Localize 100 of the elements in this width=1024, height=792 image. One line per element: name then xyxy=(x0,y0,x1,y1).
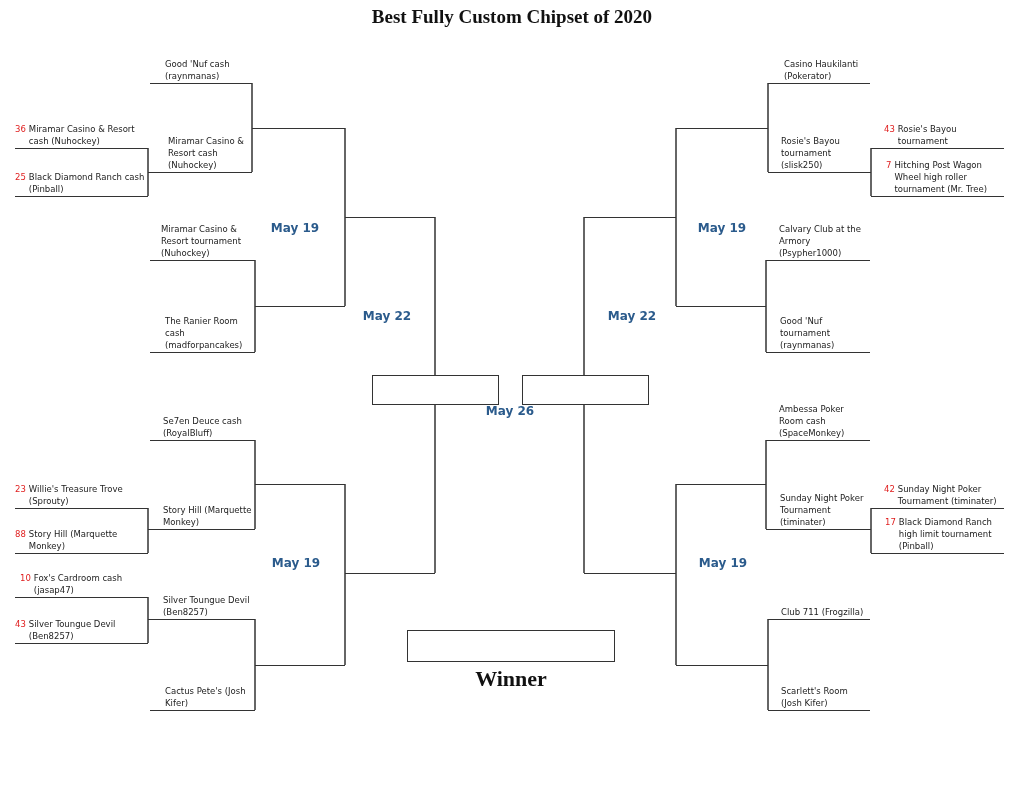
entry-name: Story Hill (Marquette Monkey) xyxy=(163,504,253,528)
bracket-line xyxy=(767,618,769,666)
entry-name: Black Diamond Ranch high limit tournament (Pinball) xyxy=(898,516,993,552)
bracket-line xyxy=(147,618,149,644)
bracket-line xyxy=(147,171,149,197)
entry-name: Sunday Night Poker Tournament (timinater) xyxy=(897,483,998,507)
bracket-line xyxy=(765,439,767,485)
seed-number: 42 xyxy=(884,483,895,495)
bracket-slot xyxy=(15,483,148,509)
bracket-line xyxy=(583,216,585,376)
bracket-slot-line xyxy=(676,305,766,307)
entry-name: Miramar Casino & Resort cash (Nuhockey) xyxy=(168,135,245,171)
bracket-slot-line xyxy=(252,127,345,129)
bracket-slot xyxy=(768,606,870,620)
bracket-slot-line xyxy=(345,216,435,218)
bracket-slot xyxy=(15,528,148,554)
seed-number: 23 xyxy=(15,483,26,495)
seed-number: 17 xyxy=(885,516,896,528)
seed-number: 10 xyxy=(20,572,31,584)
bracket-slot xyxy=(15,171,148,197)
bracket-slot xyxy=(148,504,255,530)
bracket-slot xyxy=(766,492,871,530)
bracket-slot xyxy=(150,415,255,441)
bracket-slot xyxy=(148,135,252,173)
bracket-slot xyxy=(768,58,870,84)
bracket-line xyxy=(583,404,585,574)
bracket-slot xyxy=(15,123,148,149)
seed-number: 43 xyxy=(15,618,26,630)
round-date: May 19 xyxy=(698,556,748,570)
round-date: May 19 xyxy=(270,221,320,235)
bracket-line xyxy=(254,305,256,353)
winner-label: Winner xyxy=(475,666,547,692)
bracket-line xyxy=(765,305,767,353)
bracket-line xyxy=(251,127,253,173)
bracket-slot xyxy=(150,685,255,711)
bracket-line xyxy=(765,483,767,530)
bracket-slot-line xyxy=(584,572,676,574)
bracket-line xyxy=(870,528,872,554)
bracket-slot xyxy=(871,159,1004,197)
bracket-line xyxy=(254,483,256,530)
bracket-slot xyxy=(871,123,1004,149)
entry-name: Calvary Club at the Armory (Psypher1000) xyxy=(779,223,862,259)
bracket-slot xyxy=(148,594,255,620)
bracket-slot xyxy=(871,516,1004,554)
entry-name: Good 'Nuf tournament (raynmanas) xyxy=(780,315,836,351)
bracket-slot-line xyxy=(255,483,345,485)
bracket-slot xyxy=(150,58,252,84)
title: Best Fully Custom Chipset of 2020 xyxy=(370,6,654,28)
bracket-slot-line xyxy=(345,572,435,574)
bracket-line xyxy=(675,483,677,574)
entry-name: Good 'Nuf cash (raynmanas) xyxy=(165,58,231,82)
entry-name: Silver Toungue Devil (Ben8257) xyxy=(28,618,117,642)
bracket-line xyxy=(344,127,346,218)
entry-name: Hitching Post Wagon Wheel high roller tournament (Mr. Tree) xyxy=(894,159,988,195)
entry-name: Cactus Pete's (Josh Kifer) xyxy=(165,685,247,709)
round-date: May 19 xyxy=(271,556,321,570)
seed-number: 36 xyxy=(15,123,26,135)
seed-number: 88 xyxy=(15,528,26,540)
bracket-slot-line xyxy=(255,664,345,666)
entry-name: Rosie's Bayou tournament (slisk250) xyxy=(781,135,841,171)
bracket-slot-line xyxy=(584,216,676,218)
bracket-slot-line xyxy=(676,664,768,666)
bracket-slot xyxy=(768,135,871,173)
bracket-slot-line xyxy=(676,483,766,485)
bracket-slot xyxy=(766,315,870,353)
entry-name: Ambessa Poker Room cash (SpaceMonkey) xyxy=(779,403,846,439)
bracket-line xyxy=(870,171,872,197)
bracket-slot xyxy=(15,618,148,644)
bracket-line xyxy=(870,147,872,173)
entry-name: Club 711 (Frogzilla) xyxy=(781,606,865,618)
bracket-line xyxy=(147,528,149,554)
seed-number: 25 xyxy=(15,171,26,183)
entry-name: Silver Toungue Devil (Ben8257) xyxy=(163,594,251,618)
bracket-line xyxy=(344,483,346,574)
bracket-line xyxy=(147,507,149,530)
entry-name: Fox's Cardroom cash (jasap47) xyxy=(33,572,124,596)
bracket-line xyxy=(254,618,256,666)
bracket-line xyxy=(434,216,436,376)
round-date: May 26 xyxy=(485,404,535,418)
bracket-line xyxy=(675,216,677,307)
round-date: May 19 xyxy=(697,221,747,235)
bracket-slot xyxy=(766,223,870,261)
blank-box xyxy=(372,375,499,405)
entry-name: Casino Haukilanti (Pokerator) xyxy=(784,58,860,82)
bracket-line xyxy=(870,507,872,530)
bracket-line xyxy=(675,572,677,666)
bracket-line xyxy=(147,596,149,620)
entry-name: Black Diamond Ranch cash (Pinball) xyxy=(28,171,146,195)
bracket-line xyxy=(767,82,769,129)
entry-name: Miramar Casino & Resort cash (Nuhockey) xyxy=(28,123,136,147)
bracket-line xyxy=(254,664,256,711)
bracket-line xyxy=(251,82,253,129)
bracket-slot xyxy=(871,483,1004,509)
blank-box xyxy=(522,375,649,405)
seed-number: 43 xyxy=(884,123,895,135)
entry-name: Se7en Deuce cash (RoyalBluff) xyxy=(163,415,243,439)
entry-name: Scarlett's Room (Josh Kifer) xyxy=(781,685,849,709)
bracket-line xyxy=(344,216,346,307)
bracket-line xyxy=(767,664,769,711)
round-date: May 22 xyxy=(607,309,657,323)
